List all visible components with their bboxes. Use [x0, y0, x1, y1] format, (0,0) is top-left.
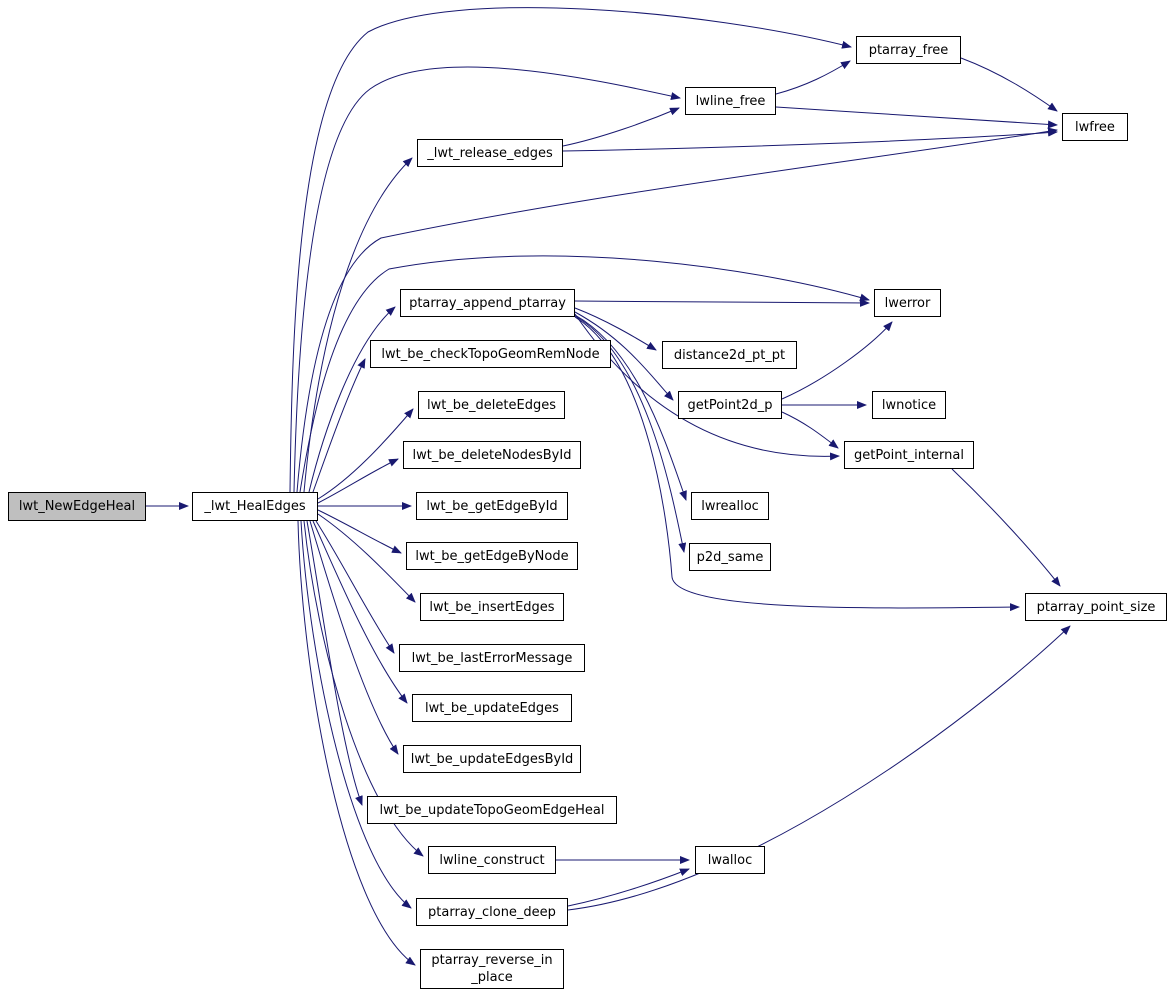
edge-ptarray_free-to-lwfree: [960, 57, 1058, 112]
edge-ptarray_clone_deep-to-ptarray_point_size: [567, 625, 1071, 911]
edge-lwline_free-to-lwfree: [775, 106, 1058, 129]
node-lwalloc[interactable]: lwalloc: [695, 846, 765, 874]
node-lwt_be_deleteNodesById[interactable]: lwt_be_deleteNodesById: [403, 441, 581, 469]
node-distance2d_pt_pt[interactable]: distance2d_pt_pt: [662, 341, 797, 369]
edge-_lwt_HealEdges-to-lwt_be_deleteEdges: [317, 408, 414, 500]
node-lwt_be_deleteEdges[interactable]: lwt_be_deleteEdges: [418, 391, 565, 419]
edge-ptarray_append_ptarray-to-distance2d_pt_pt: [574, 307, 657, 351]
edge-_lwt_HealEdges-to-lwline_construct: [303, 520, 424, 857]
node-lwt_be_updateEdgesById[interactable]: lwt_be_updateEdgesById: [403, 745, 581, 773]
node-p2d_same[interactable]: p2d_same: [689, 543, 771, 571]
edge-_lwt_HealEdges-to-ptarray_append_ptarray: [308, 306, 396, 493]
edge-_lwt_HealEdges-to-lwt_be_checkTopoGeomRemNode: [312, 358, 366, 493]
edge-ptarray_clone_deep-to-lwalloc: [567, 868, 690, 907]
node-ptarray_point_size[interactable]: ptarray_point_size: [1025, 593, 1167, 621]
edge-lwline_free-to-ptarray_free: [775, 60, 851, 95]
edge-ptarray_append_ptarray-to-getPoint_internal: [574, 313, 840, 461]
node-_lwt_HealEdges[interactable]: _lwt_HealEdges: [192, 492, 318, 521]
node-lwt_be_checkTopoGeomRemNode[interactable]: lwt_be_checkTopoGeomRemNode: [370, 340, 611, 368]
node-lwt_be_getEdgeById[interactable]: lwt_be_getEdgeById: [416, 492, 568, 520]
edge-_lwt_HealEdges-to-ptarray_reverse_in_place: [297, 520, 416, 966]
node-lwline_free[interactable]: lwline_free: [685, 87, 776, 115]
node-lwt_be_updateEdges[interactable]: lwt_be_updateEdges: [412, 694, 572, 722]
edge-_lwt_HealEdges-to-lwt_be_updateEdges: [312, 520, 408, 704]
edge-_lwt_release_edges-to-lwfree: [562, 128, 1058, 152]
edge-_lwt_HealEdges-to-lwfree: [296, 127, 1058, 493]
node-lwt_NewEdgeHeal[interactable]: lwt_NewEdgeHeal: [8, 492, 146, 521]
node-lwrealloc[interactable]: lwrealloc: [691, 492, 769, 520]
edge-_lwt_HealEdges-to-lwt_be_getEdgeByNode: [317, 509, 402, 554]
node-ptarray_clone_deep[interactable]: ptarray_clone_deep: [416, 898, 568, 926]
edge-_lwt_HealEdges-to-lwt_be_insertEdges: [317, 513, 416, 603]
node-lwt_be_insertEdges[interactable]: lwt_be_insertEdges: [420, 593, 564, 621]
edge-_lwt_HealEdges-to-lwline_free: [293, 66, 681, 493]
edge-_lwt_HealEdges-to-lwerror: [299, 255, 870, 493]
node-lwt_be_updateTopoGeomEdgeHeal[interactable]: lwt_be_updateTopoGeomEdgeHeal: [367, 796, 617, 824]
node-getPoint_internal[interactable]: getPoint_internal: [844, 441, 974, 469]
edge-ptarray_append_ptarray-to-lwrealloc: [574, 314, 687, 501]
edge-_lwt_HealEdges-to-lwt_be_deleteNodesById: [317, 458, 399, 504]
edge-_lwt_HealEdges-to-lwt_be_lastErrorMessage: [315, 520, 395, 654]
node-lwt_be_lastErrorMessage[interactable]: lwt_be_lastErrorMessage: [399, 644, 585, 672]
edge-getPoint2d_p-to-getPoint_internal: [781, 411, 839, 449]
node-ptarray_free[interactable]: ptarray_free: [856, 36, 961, 64]
edge-ptarray_append_ptarray-to-p2d_same: [574, 315, 687, 553]
node-getPoint2d_p[interactable]: getPoint2d_p: [678, 391, 782, 419]
node-_lwt_release_edges[interactable]: _lwt_release_edges: [417, 139, 563, 167]
node-ptarray_append_ptarray[interactable]: ptarray_append_ptarray: [400, 289, 575, 317]
edge-ptarray_append_ptarray-to-lwerror: [574, 298, 870, 307]
edge-_lwt_HealEdges-to-lwt_be_updateEdgesById: [309, 520, 399, 755]
node-lwt_be_getEdgeByNode[interactable]: lwt_be_getEdgeByNode: [406, 542, 578, 570]
edge-getPoint_internal-to-ptarray_point_size: [951, 468, 1061, 587]
edge-_lwt_HealEdges-to-ptarray_clone_deep: [300, 520, 412, 909]
edge-_lwt_HealEdges-to-ptarray_free: [289, 7, 852, 493]
edge-_lwt_HealEdges-to-_lwt_release_edges: [303, 157, 413, 493]
edge-ptarray_append_ptarray-to-ptarray_point_size: [574, 316, 1020, 612]
node-lwnotice[interactable]: lwnotice: [872, 391, 946, 419]
edge-ptarray_append_ptarray-to-getPoint2d_p: [574, 311, 674, 401]
edge-_lwt_release_edges-to-lwline_free: [562, 107, 680, 147]
edge-getPoint2d_p-to-lwerror: [781, 321, 893, 400]
node-lwerror[interactable]: lwerror: [874, 289, 941, 317]
node-lwfree[interactable]: lwfree: [1062, 113, 1128, 141]
node-lwline_construct[interactable]: lwline_construct: [428, 846, 556, 874]
node-ptarray_reverse_in_place[interactable]: ptarray_reverse_in _place: [420, 949, 564, 989]
edge-_lwt_HealEdges-to-lwt_be_updateTopoGeomEdgeHeal: [306, 520, 363, 806]
